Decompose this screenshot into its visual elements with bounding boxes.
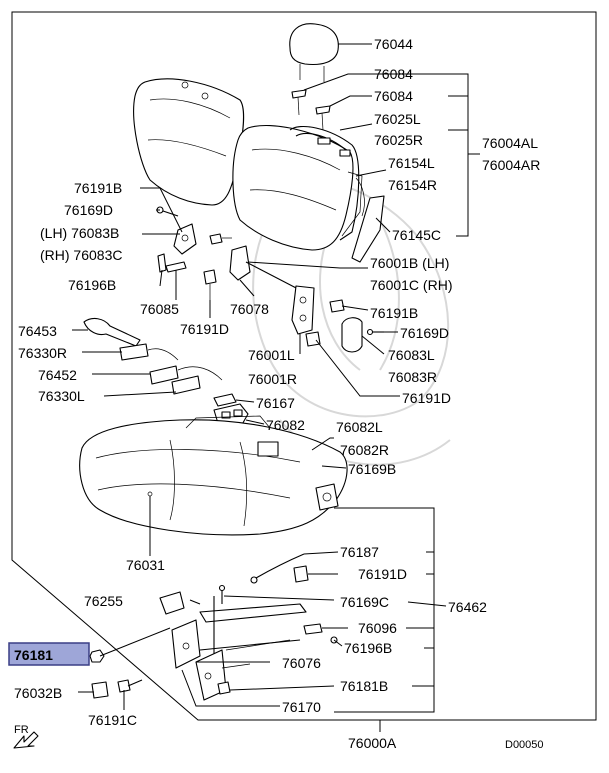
bolt-76191d-a (203, 269, 217, 300)
seatback-right (232, 124, 354, 251)
label-76001l[interactable]: 76001L (248, 347, 295, 363)
label-76191b-r[interactable]: 76191B (370, 305, 418, 321)
highlight-76181[interactable]: 76181 (8, 642, 90, 666)
cover-76083 (341, 317, 363, 353)
label-76191c[interactable]: 76191C (88, 712, 137, 728)
label-76167[interactable]: 76167 (256, 395, 295, 411)
pin-76196b-top (157, 253, 167, 273)
label-76096[interactable]: 76096 (358, 620, 397, 636)
label-76169b[interactable]: 76169B (348, 461, 396, 477)
label-76025l[interactable]: 76025L (374, 111, 421, 127)
screw-76169d-r (366, 328, 384, 336)
label-76082l[interactable]: 76082L (336, 419, 383, 435)
label-fr: FR (14, 724, 29, 736)
belt-buckle-76452 (149, 365, 223, 395)
headrest-guide-1 (291, 89, 307, 116)
label-76001r[interactable]: 76001R (248, 371, 297, 387)
label-76085[interactable]: 76085 (140, 301, 179, 317)
lock-bracket (341, 171, 385, 263)
label-76169d-r[interactable]: 76169D (400, 325, 449, 341)
recliner-lever (229, 245, 315, 335)
bolt-76169d-top (156, 206, 179, 217)
label-76083l[interactable]: 76083L (388, 347, 435, 363)
label-76191d-a[interactable]: 76191D (180, 321, 229, 337)
label-76076[interactable]: 76076 (282, 655, 321, 671)
belt-buckle-76453 (83, 317, 179, 361)
label-76191d-c[interactable]: 76191D (358, 566, 407, 582)
bolt-76191d-b (305, 331, 321, 347)
clip-76096 (303, 623, 323, 635)
label-76001c[interactable]: 76001C (RH) (370, 277, 452, 293)
front-arrow-icon (13, 731, 39, 749)
label-76044[interactable]: 76044 (374, 36, 413, 52)
label-76083r[interactable]: 76083R (388, 369, 437, 385)
label-76084-a[interactable]: 76084 (374, 66, 413, 82)
label-76154l[interactable]: 76154L (388, 155, 435, 171)
part-labels: 76044 76084 76084 76025L 76025R 76004AL … (14, 36, 544, 751)
seat-frame-76462 (171, 596, 307, 701)
cable-76187 (250, 553, 305, 584)
nut-76181b (217, 681, 231, 695)
label-76191b-top[interactable]: 76191B (74, 180, 122, 196)
clip-76085 (165, 261, 187, 273)
cover-76255 (159, 591, 185, 615)
label-76170[interactable]: 76170 (282, 699, 321, 715)
label-76145c[interactable]: 76145C (392, 227, 441, 243)
label-76000a[interactable]: 76000A (348, 735, 397, 751)
label-76084-b[interactable]: 76084 (374, 88, 413, 104)
label-76004al[interactable]: 76004AL (482, 135, 538, 151)
cover-76032b (91, 681, 109, 699)
label-76078[interactable]: 76078 (230, 301, 269, 317)
diagram-code: D00050 (505, 739, 544, 751)
bolt-76191c (117, 679, 143, 693)
cushion-bracket (315, 483, 339, 511)
headrest (289, 23, 339, 82)
label-76001b[interactable]: 76001B (LH) (370, 255, 449, 271)
label-76462[interactable]: 76462 (448, 599, 487, 615)
bolt-76191d-c (293, 565, 309, 583)
seat-cushion (79, 415, 348, 536)
label-76169c[interactable]: 76169C (340, 594, 389, 610)
leader-lines (72, 43, 480, 732)
label-76196b-top[interactable]: 76196B (68, 277, 116, 293)
label-76083c[interactable]: (RH) 76083C (40, 247, 122, 263)
label-76083b[interactable]: (LH) 76083B (40, 225, 119, 241)
label-76004ar[interactable]: 76004AR (482, 157, 540, 173)
label-76181b[interactable]: 76181B (340, 678, 388, 694)
label-76154r[interactable]: 76154R (388, 177, 437, 193)
label-76169d-top[interactable]: 76169D (64, 202, 113, 218)
label-76196b-b[interactable]: 76196B (344, 640, 392, 656)
label-76330r[interactable]: 76330R (18, 345, 67, 361)
label-76082[interactable]: 76082 (266, 417, 305, 433)
label-76187[interactable]: 76187 (340, 544, 379, 560)
headrest-guide-2 (315, 105, 331, 131)
nut-76191b-r (329, 299, 345, 313)
hinge-bracket-lh (173, 223, 197, 255)
label-76330l[interactable]: 76330L (38, 388, 85, 404)
bolt-76169c (218, 584, 226, 604)
label-76255[interactable]: 76255 (84, 593, 123, 609)
label-76181[interactable]: 76181 (14, 647, 53, 663)
label-76453[interactable]: 76453 (18, 323, 57, 339)
seatback-frame (289, 126, 360, 241)
label-76025r[interactable]: 76025R (374, 132, 423, 148)
label-76191d-b[interactable]: 76191D (402, 390, 451, 406)
label-76032b[interactable]: 76032B (14, 685, 62, 701)
nut-76191b-top (209, 233, 232, 245)
label-76082r[interactable]: 76082R (340, 442, 389, 458)
diagram-frame (11, 11, 597, 721)
seatback-left (133, 78, 245, 206)
label-76031[interactable]: 76031 (126, 557, 165, 573)
cover-76167 (213, 393, 237, 407)
label-76452[interactable]: 76452 (38, 367, 77, 383)
nut-76181 (89, 649, 105, 663)
